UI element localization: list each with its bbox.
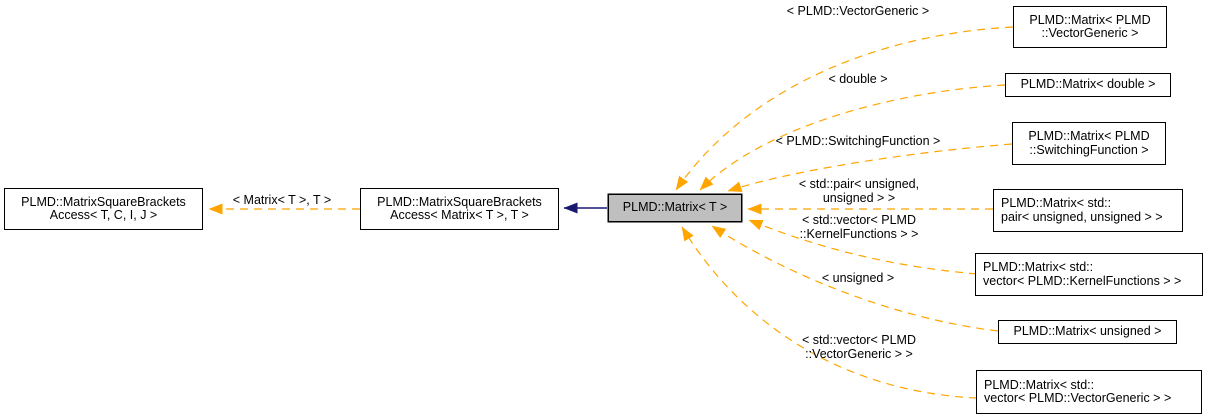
node-matrix-double[interactable]: PLMD::Matrix< double >: [1005, 73, 1171, 97]
node-label-line: PLMD::Matrix< PLMD: [1028, 129, 1150, 143]
node-label-line: PLMD::MatrixSquareBrackets: [377, 194, 542, 209]
node-label-line: PLMD::Matrix< PLMD: [1029, 12, 1151, 27]
edge-label-unsigned: < unsigned >: [821, 271, 895, 285]
edge-label-line: < std::vector< PLMD: [802, 213, 916, 227]
node-matrix-vector-vector-generic[interactable]: PLMD::Matrix< std:: vector< PLMD::Vector…: [976, 370, 1202, 414]
node-label-line: PLMD::Matrix< T >: [622, 200, 728, 215]
node-label-line: PLMD::Matrix< std::: [983, 260, 1094, 274]
node-label-line: pair< unsigned, unsigned > >: [1001, 209, 1163, 224]
node-label-line: vector< PLMD::KernelFunctions > >: [983, 273, 1182, 288]
edge-label-vector-kernel: < std::vector< PLMD ::KernelFunctions > …: [788, 213, 930, 241]
node-matrix-square-brackets-access-mid[interactable]: PLMD::MatrixSquareBrackets Access< Matri…: [360, 188, 559, 230]
edge-vector-kernel: [748, 219, 978, 275]
node-label-line: PLMD::Matrix< unsigned >: [1013, 324, 1162, 339]
edge-label-vector-generic: < PLMD::VectorGeneric >: [786, 4, 930, 18]
edge-label-line: ::VectorGeneric > >: [805, 346, 913, 361]
node-label-line: ::SwitchingFunction >: [1029, 142, 1149, 157]
node-matrix-unsigned[interactable]: PLMD::Matrix< unsigned >: [998, 320, 1177, 344]
node-label-line: PLMD::Matrix< double >: [1020, 77, 1156, 92]
node-matrix-pair[interactable]: PLMD::Matrix< std:: pair< unsigned, unsi…: [993, 189, 1183, 232]
edge-label-double: < double >: [828, 72, 888, 86]
edge-double: [699, 84, 1006, 191]
node-matrix-square-brackets-access-base[interactable]: PLMD::MatrixSquareBrackets Access< T, C,…: [4, 188, 203, 230]
edge-vector-generic: [675, 26, 1014, 191]
edge-label-pair: < std::pair< unsigned, unsigned > >: [788, 177, 930, 205]
edge-vector-vg: [681, 226, 978, 399]
node-label-line: ::VectorGeneric >: [1041, 26, 1139, 40]
node-label-line: PLMD::MatrixSquareBrackets: [21, 194, 186, 209]
edge-unsigned: [711, 225, 999, 332]
node-matrix-vector-generic[interactable]: PLMD::Matrix< PLMD ::VectorGeneric >: [1013, 6, 1167, 48]
edge-label-vector-vg: < std::vector< PLMD ::VectorGeneric > >: [788, 333, 930, 361]
node-matrix-switching-function[interactable]: PLMD::Matrix< PLMD ::SwitchingFunction >: [1012, 122, 1166, 165]
edge-label-line: < std::vector< PLMD: [802, 333, 916, 347]
edge-label-line: < std::pair< unsigned,: [798, 177, 920, 191]
node-label-line: vector< PLMD::VectorGeneric > >: [984, 391, 1172, 405]
node-plmd-matrix-t[interactable]: PLMD::Matrix< T >: [608, 194, 742, 222]
edge-switching-function: [727, 143, 1013, 193]
node-label-line: Access< Matrix< T >, T >: [390, 208, 529, 222]
node-label-line: PLMD::Matrix< std::: [1001, 196, 1112, 210]
node-label-line: PLMD::Matrix< std::: [984, 377, 1095, 392]
edge-label-line: ::KernelFunctions > >: [799, 226, 919, 241]
edge-label-switching-function: < PLMD::SwitchingFunction >: [775, 134, 941, 148]
edge-label-base-args: < Matrix< T >, T >: [232, 193, 332, 207]
node-label-line: Access< T, C, I, J >: [49, 208, 158, 222]
node-matrix-vector-kernel-functions[interactable]: PLMD::Matrix< std:: vector< PLMD::Kernel…: [975, 253, 1203, 296]
edge-label-line: unsigned > >: [822, 190, 896, 205]
